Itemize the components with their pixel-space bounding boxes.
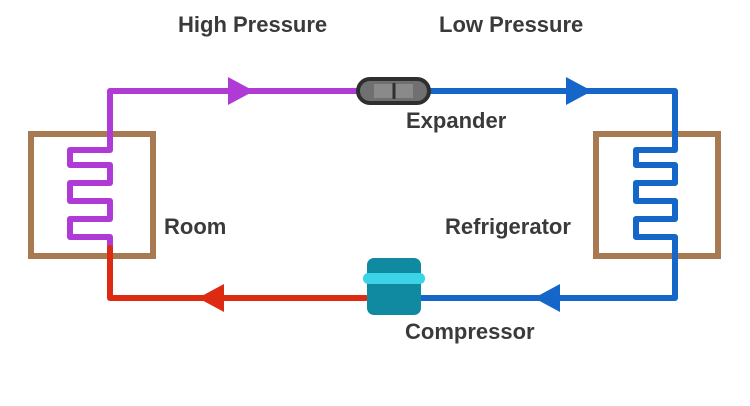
high-pressure-pipe [67,88,369,251]
compressor-icon [363,258,425,315]
flow-arrow-low-pressure [566,77,592,105]
flow-arrow-return-low [534,284,560,312]
low-pressure-label: Low Pressure [439,12,584,37]
expander-label: Expander [406,108,507,133]
flow-arrow-high-pressure [228,77,254,105]
expander-icon [356,77,431,105]
room-label: Room [164,214,227,239]
room-box [28,131,156,259]
compressor-label: Compressor [405,319,535,344]
refrigerator-box [593,131,721,259]
hot-discharge-pipe [107,245,369,301]
flow-arrow-discharge [198,284,224,312]
refrigerator-label: Refrigerator [445,214,571,239]
low-pressure-pipe [417,88,678,301]
high-pressure-label: High Pressure [178,12,328,37]
